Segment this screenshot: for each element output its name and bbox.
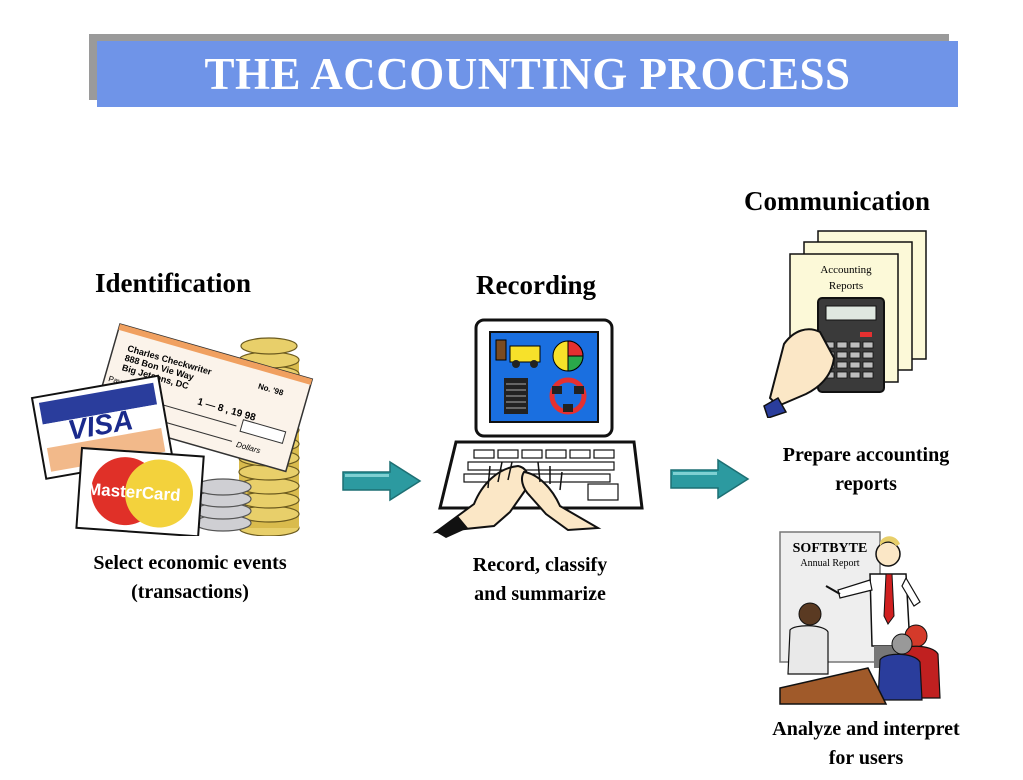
caption-identification: Select economic events (transactions) [60, 549, 320, 607]
caption-recording: Record, classify and summarize [430, 551, 650, 609]
caption-line: reports [835, 473, 897, 495]
calculator-icon [817, 297, 885, 393]
svg-text:Accounting: Accounting [820, 264, 872, 276]
heading-communication: Communication [744, 186, 931, 216]
caption-line: Record, classify [472, 554, 608, 576]
heading-recording: Recording [476, 270, 596, 300]
mastercard-icon: MasterCard [75, 446, 205, 536]
flow-arrow-1-icon [342, 460, 422, 502]
caption-line: and summarize [474, 583, 606, 605]
monitor-icon [474, 318, 614, 438]
caption-line: (transactions) [131, 581, 249, 603]
caption-line: Prepare accounting [782, 444, 950, 466]
caption-line: Analyze and interpret [772, 718, 960, 740]
svg-text:SOFTBYTE: SOFTBYTE [793, 541, 868, 556]
caption-line: Select economic events [93, 552, 287, 574]
caption-line: for users [828, 747, 904, 769]
audience-icon [787, 602, 941, 701]
heading-identification: Identification [95, 268, 252, 298]
caption-analyze-interpret: Analyze and interpret for users [738, 715, 994, 773]
svg-text:Reports: Reports [829, 280, 863, 292]
annual-report-meeting-illustration: SOFTBYTE Annual Report [779, 531, 941, 705]
svg-text:Annual Report: Annual Report [800, 558, 859, 569]
page-title: THE ACCOUNTING PROCESS [204, 49, 851, 99]
title-banner: THE ACCOUNTING PROCESS [97, 41, 958, 107]
transactions-illustration: Charles Checkwriter 888 Bon Vie Way Big … [30, 323, 314, 536]
caption-prepare-reports: Prepare accounting reports [748, 441, 984, 499]
check-icon: Charles Checkwriter 888 Bon Vie Way Big … [92, 323, 314, 473]
flow-arrow-2-icon [670, 458, 750, 500]
typing-hands-icon [432, 461, 602, 538]
accounting-reports-illustration: Accounting Reports [763, 230, 927, 418]
computer-illustration [432, 318, 644, 538]
table-icon [779, 667, 888, 705]
hand-icon [763, 328, 836, 418]
